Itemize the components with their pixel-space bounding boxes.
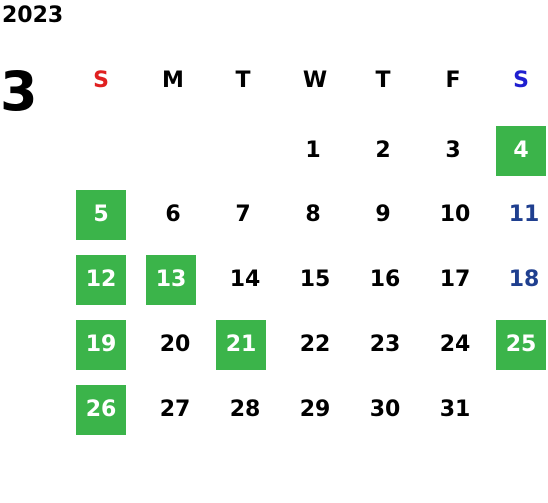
day-cell[interactable]: 8 xyxy=(305,202,321,227)
day-cell-highlighted[interactable]: 5 xyxy=(76,190,126,240)
day-cell[interactable]: 3 xyxy=(445,138,461,163)
day-cell[interactable]: 10 xyxy=(439,202,471,227)
day-cell[interactable]: 20 xyxy=(159,332,191,357)
weekday-sunday: S xyxy=(93,68,109,93)
day-cell[interactable]: 29 xyxy=(299,397,331,422)
weekday-friday: F xyxy=(445,68,461,93)
day-cell-saturday[interactable]: 11 xyxy=(508,202,540,227)
day-cell[interactable]: 14 xyxy=(229,267,261,292)
month-number: 3 xyxy=(0,60,38,123)
day-cell[interactable]: 17 xyxy=(439,267,471,292)
day-cell[interactable]: 9 xyxy=(375,202,391,227)
day-cell[interactable]: 2 xyxy=(375,138,391,163)
day-cell[interactable]: 7 xyxy=(235,202,251,227)
day-cell-highlighted[interactable]: 12 xyxy=(76,255,126,305)
weekday-thursday: T xyxy=(375,68,391,93)
day-cell[interactable]: 24 xyxy=(439,332,471,357)
day-cell-highlighted[interactable]: 19 xyxy=(76,320,126,370)
day-cell[interactable]: 16 xyxy=(369,267,401,292)
day-cell[interactable]: 28 xyxy=(229,397,261,422)
weekday-monday: M xyxy=(162,68,184,93)
day-cell[interactable]: 23 xyxy=(369,332,401,357)
day-cell[interactable]: 1 xyxy=(305,138,321,163)
day-cell-highlighted[interactable]: 13 xyxy=(146,255,196,305)
day-cell[interactable]: 27 xyxy=(159,397,191,422)
day-cell-highlighted[interactable]: 26 xyxy=(76,385,126,435)
day-cell-highlighted[interactable]: 4 xyxy=(496,126,546,176)
day-cell[interactable]: 6 xyxy=(165,202,181,227)
day-cell-saturday[interactable]: 18 xyxy=(508,267,540,292)
weekday-saturday: S xyxy=(513,68,529,93)
weekday-wednesday: W xyxy=(302,68,328,93)
day-cell-highlighted[interactable]: 25 xyxy=(496,320,546,370)
day-cell[interactable]: 22 xyxy=(299,332,331,357)
day-cell[interactable]: 15 xyxy=(299,267,331,292)
day-cell-highlighted[interactable]: 21 xyxy=(216,320,266,370)
weekday-tuesday: T xyxy=(235,68,251,93)
day-cell[interactable]: 31 xyxy=(439,397,471,422)
year-label: 2023 xyxy=(2,3,64,28)
day-cell[interactable]: 30 xyxy=(369,397,401,422)
